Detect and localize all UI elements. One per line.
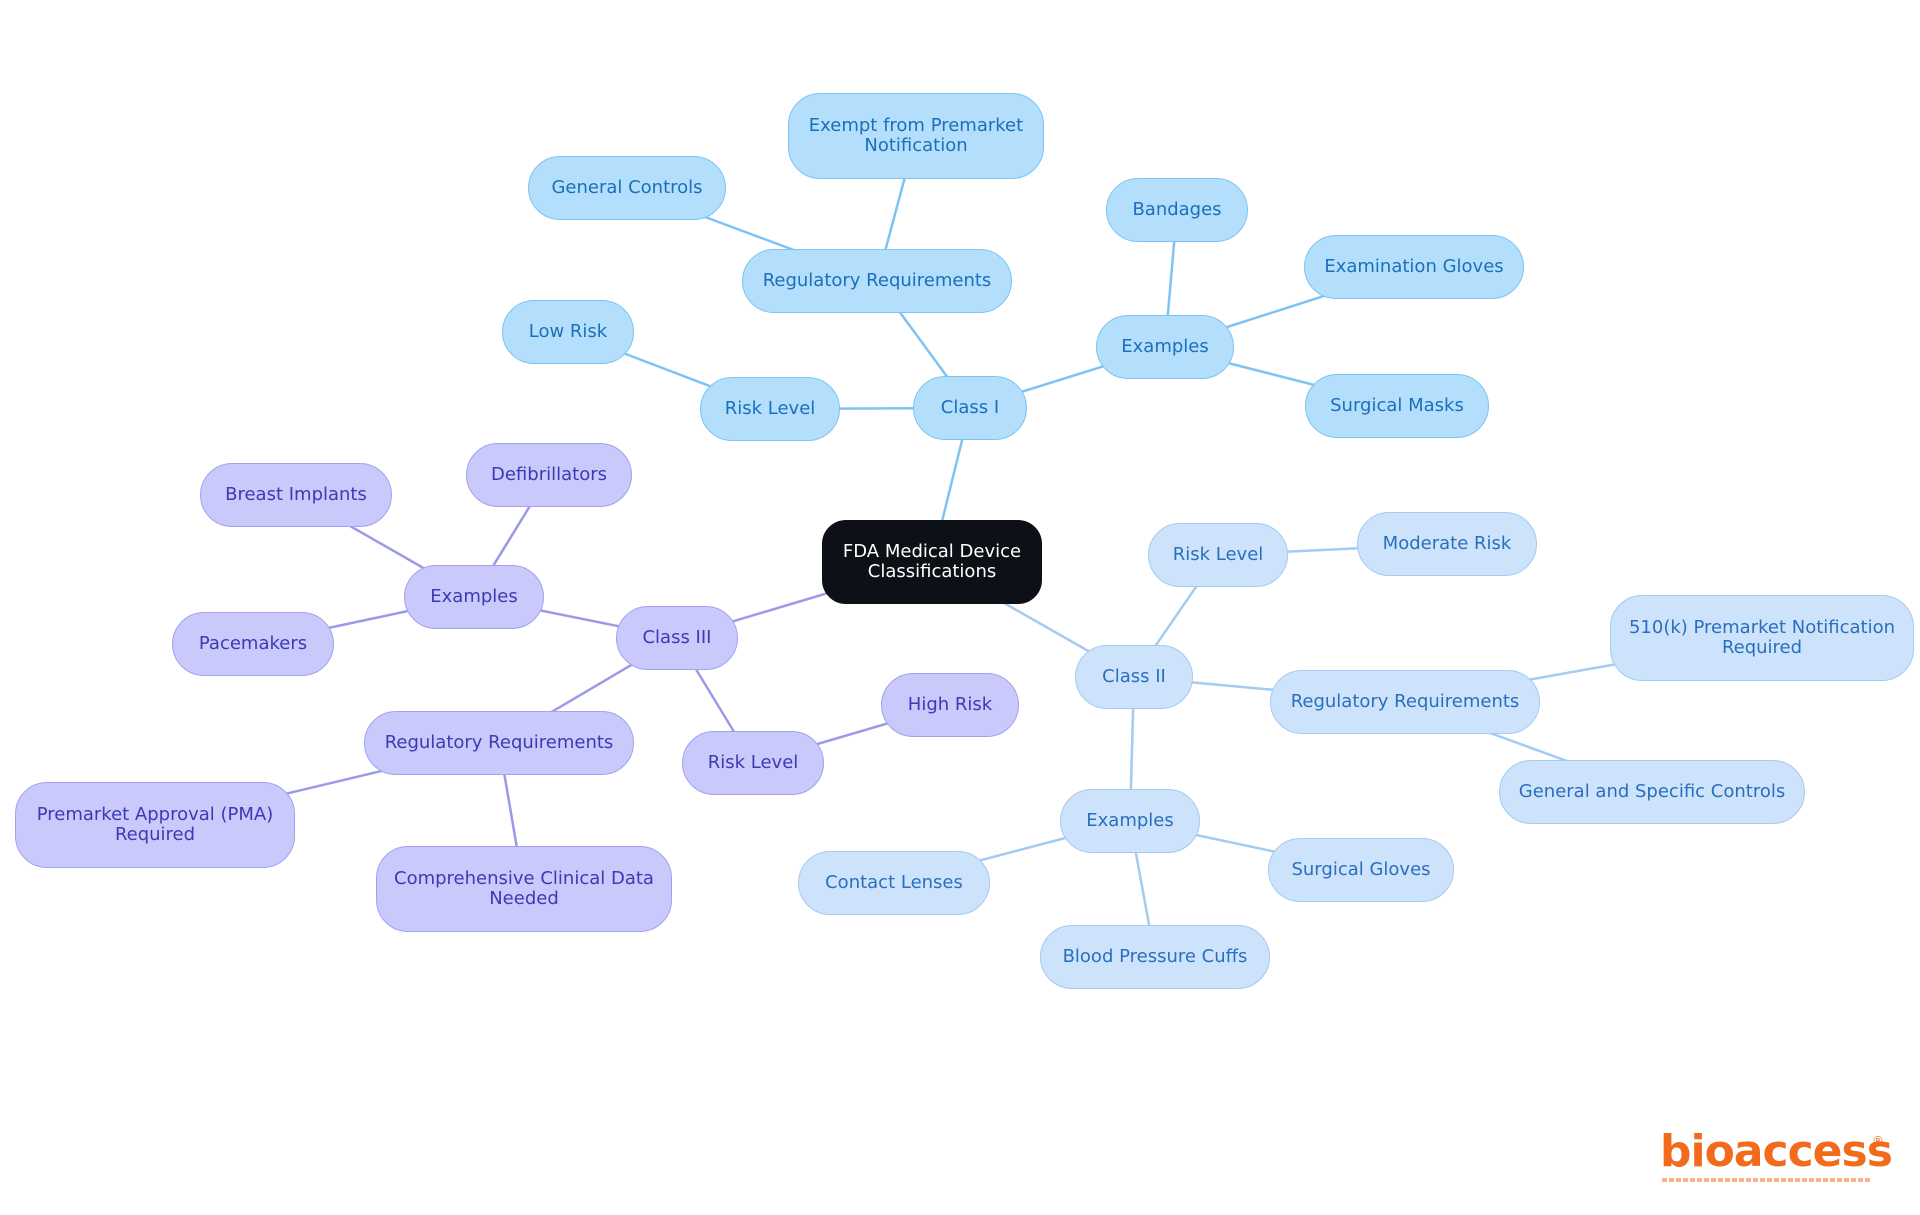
class-iii-examples-node[interactable]: Examples: [404, 565, 544, 629]
class-i-general-controls-node[interactable]: General Controls: [528, 156, 726, 220]
class-ii-blood-pressure-cuffs-node[interactable]: Blood Pressure Cuffs: [1040, 925, 1270, 989]
class-ii-examples-label: Examples: [1086, 810, 1174, 831]
class-ii-regulatory-node[interactable]: Regulatory Requirements: [1270, 670, 1540, 734]
class-iii-breast-implants-node[interactable]: Breast Implants: [200, 463, 392, 527]
class-iii-high-risk-node[interactable]: High Risk: [881, 673, 1019, 737]
class-iii-defibrillators-node[interactable]: Defibrillators: [466, 443, 632, 507]
class-ii-risk-level-label: Risk Level: [1172, 544, 1264, 565]
class-iii-clinical-data-node[interactable]: Comprehensive Clinical Data Needed: [376, 846, 672, 932]
class-iii-high-risk-label: High Risk: [907, 694, 993, 715]
class-i-surgical-masks-label: Surgical Masks: [1330, 395, 1464, 416]
root-node-label: FDA Medical Device Classifications: [842, 541, 1022, 582]
class-iii-pma-node[interactable]: Premarket Approval (PMA) Required: [15, 782, 295, 868]
class-iii-examples-label: Examples: [430, 586, 518, 607]
class-i-examples-label: Examples: [1121, 336, 1209, 357]
class-ii-moderate-risk-label: Moderate Risk: [1382, 533, 1512, 554]
class-i-risk-level-label: Risk Level: [724, 398, 816, 419]
class-i-examination-gloves-label: Examination Gloves: [1324, 256, 1504, 277]
class-ii-general-specific-controls-node[interactable]: General and Specific Controls: [1499, 760, 1805, 824]
class-ii-510k-label: 510(k) Premarket Notification Required: [1628, 617, 1896, 658]
class-ii-node[interactable]: Class II: [1075, 645, 1193, 709]
class-i-regulatory-label: Regulatory Requirements: [762, 270, 992, 291]
class-iii-pacemakers-node[interactable]: Pacemakers: [172, 612, 334, 676]
class-iii-pacemakers-label: Pacemakers: [198, 633, 308, 654]
class-iii-clinical-data-label: Comprehensive Clinical Data Needed: [394, 868, 654, 909]
class-i-regulatory-node[interactable]: Regulatory Requirements: [742, 249, 1012, 313]
registered-mark-icon: ®: [1872, 1134, 1884, 1148]
class-ii-examples-node[interactable]: Examples: [1060, 789, 1200, 853]
class-iii-node[interactable]: Class III: [616, 606, 738, 670]
class-iii-breast-implants-label: Breast Implants: [225, 484, 367, 505]
class-i-node[interactable]: Class I: [913, 376, 1027, 440]
class-iii-pma-label: Premarket Approval (PMA) Required: [36, 804, 274, 845]
class-i-label: Class I: [940, 397, 1000, 418]
class-i-low-risk-node[interactable]: Low Risk: [502, 300, 634, 364]
class-i-general-controls-label: General Controls: [551, 177, 703, 198]
class-ii-risk-level-node[interactable]: Risk Level: [1148, 523, 1288, 587]
class-ii-moderate-risk-node[interactable]: Moderate Risk: [1357, 512, 1537, 576]
class-ii-blood-pressure-cuffs-label: Blood Pressure Cuffs: [1062, 946, 1248, 967]
class-ii-label: Class II: [1102, 666, 1166, 687]
class-iii-risk-level-label: Risk Level: [707, 752, 799, 773]
class-iii-risk-level-node[interactable]: Risk Level: [682, 731, 824, 795]
class-ii-contact-lenses-node[interactable]: Contact Lenses: [798, 851, 990, 915]
class-iii-regulatory-node[interactable]: Regulatory Requirements: [364, 711, 634, 775]
class-ii-contact-lenses-label: Contact Lenses: [825, 872, 963, 893]
bioaccess-logo-text: bioaccess: [1660, 1126, 1893, 1177]
class-ii-regulatory-label: Regulatory Requirements: [1290, 691, 1520, 712]
class-i-exempt-node[interactable]: Exempt from Premarket Notification: [788, 93, 1044, 179]
class-ii-510k-node[interactable]: 510(k) Premarket Notification Required: [1610, 595, 1914, 681]
class-iii-label: Class III: [642, 627, 712, 648]
class-i-examination-gloves-node[interactable]: Examination Gloves: [1304, 235, 1524, 299]
class-i-bandages-node[interactable]: Bandages: [1106, 178, 1248, 242]
class-i-low-risk-label: Low Risk: [528, 321, 608, 342]
class-i-risk-level-node[interactable]: Risk Level: [700, 377, 840, 441]
logo-tagline-decoration: [1662, 1178, 1872, 1182]
root-node[interactable]: FDA Medical Device Classifications: [822, 520, 1042, 604]
class-iii-regulatory-label: Regulatory Requirements: [384, 732, 614, 753]
bioaccess-logo: bioaccess ®: [1660, 1126, 1893, 1190]
class-iii-defibrillators-label: Defibrillators: [491, 464, 607, 485]
class-i-bandages-label: Bandages: [1132, 199, 1222, 220]
class-ii-surgical-gloves-label: Surgical Gloves: [1291, 859, 1431, 880]
class-i-surgical-masks-node[interactable]: Surgical Masks: [1305, 374, 1489, 438]
class-ii-surgical-gloves-node[interactable]: Surgical Gloves: [1268, 838, 1454, 902]
class-ii-general-specific-controls-label: General and Specific Controls: [1518, 781, 1786, 802]
class-i-examples-node[interactable]: Examples: [1096, 315, 1234, 379]
class-i-exempt-label: Exempt from Premarket Notification: [808, 115, 1024, 156]
